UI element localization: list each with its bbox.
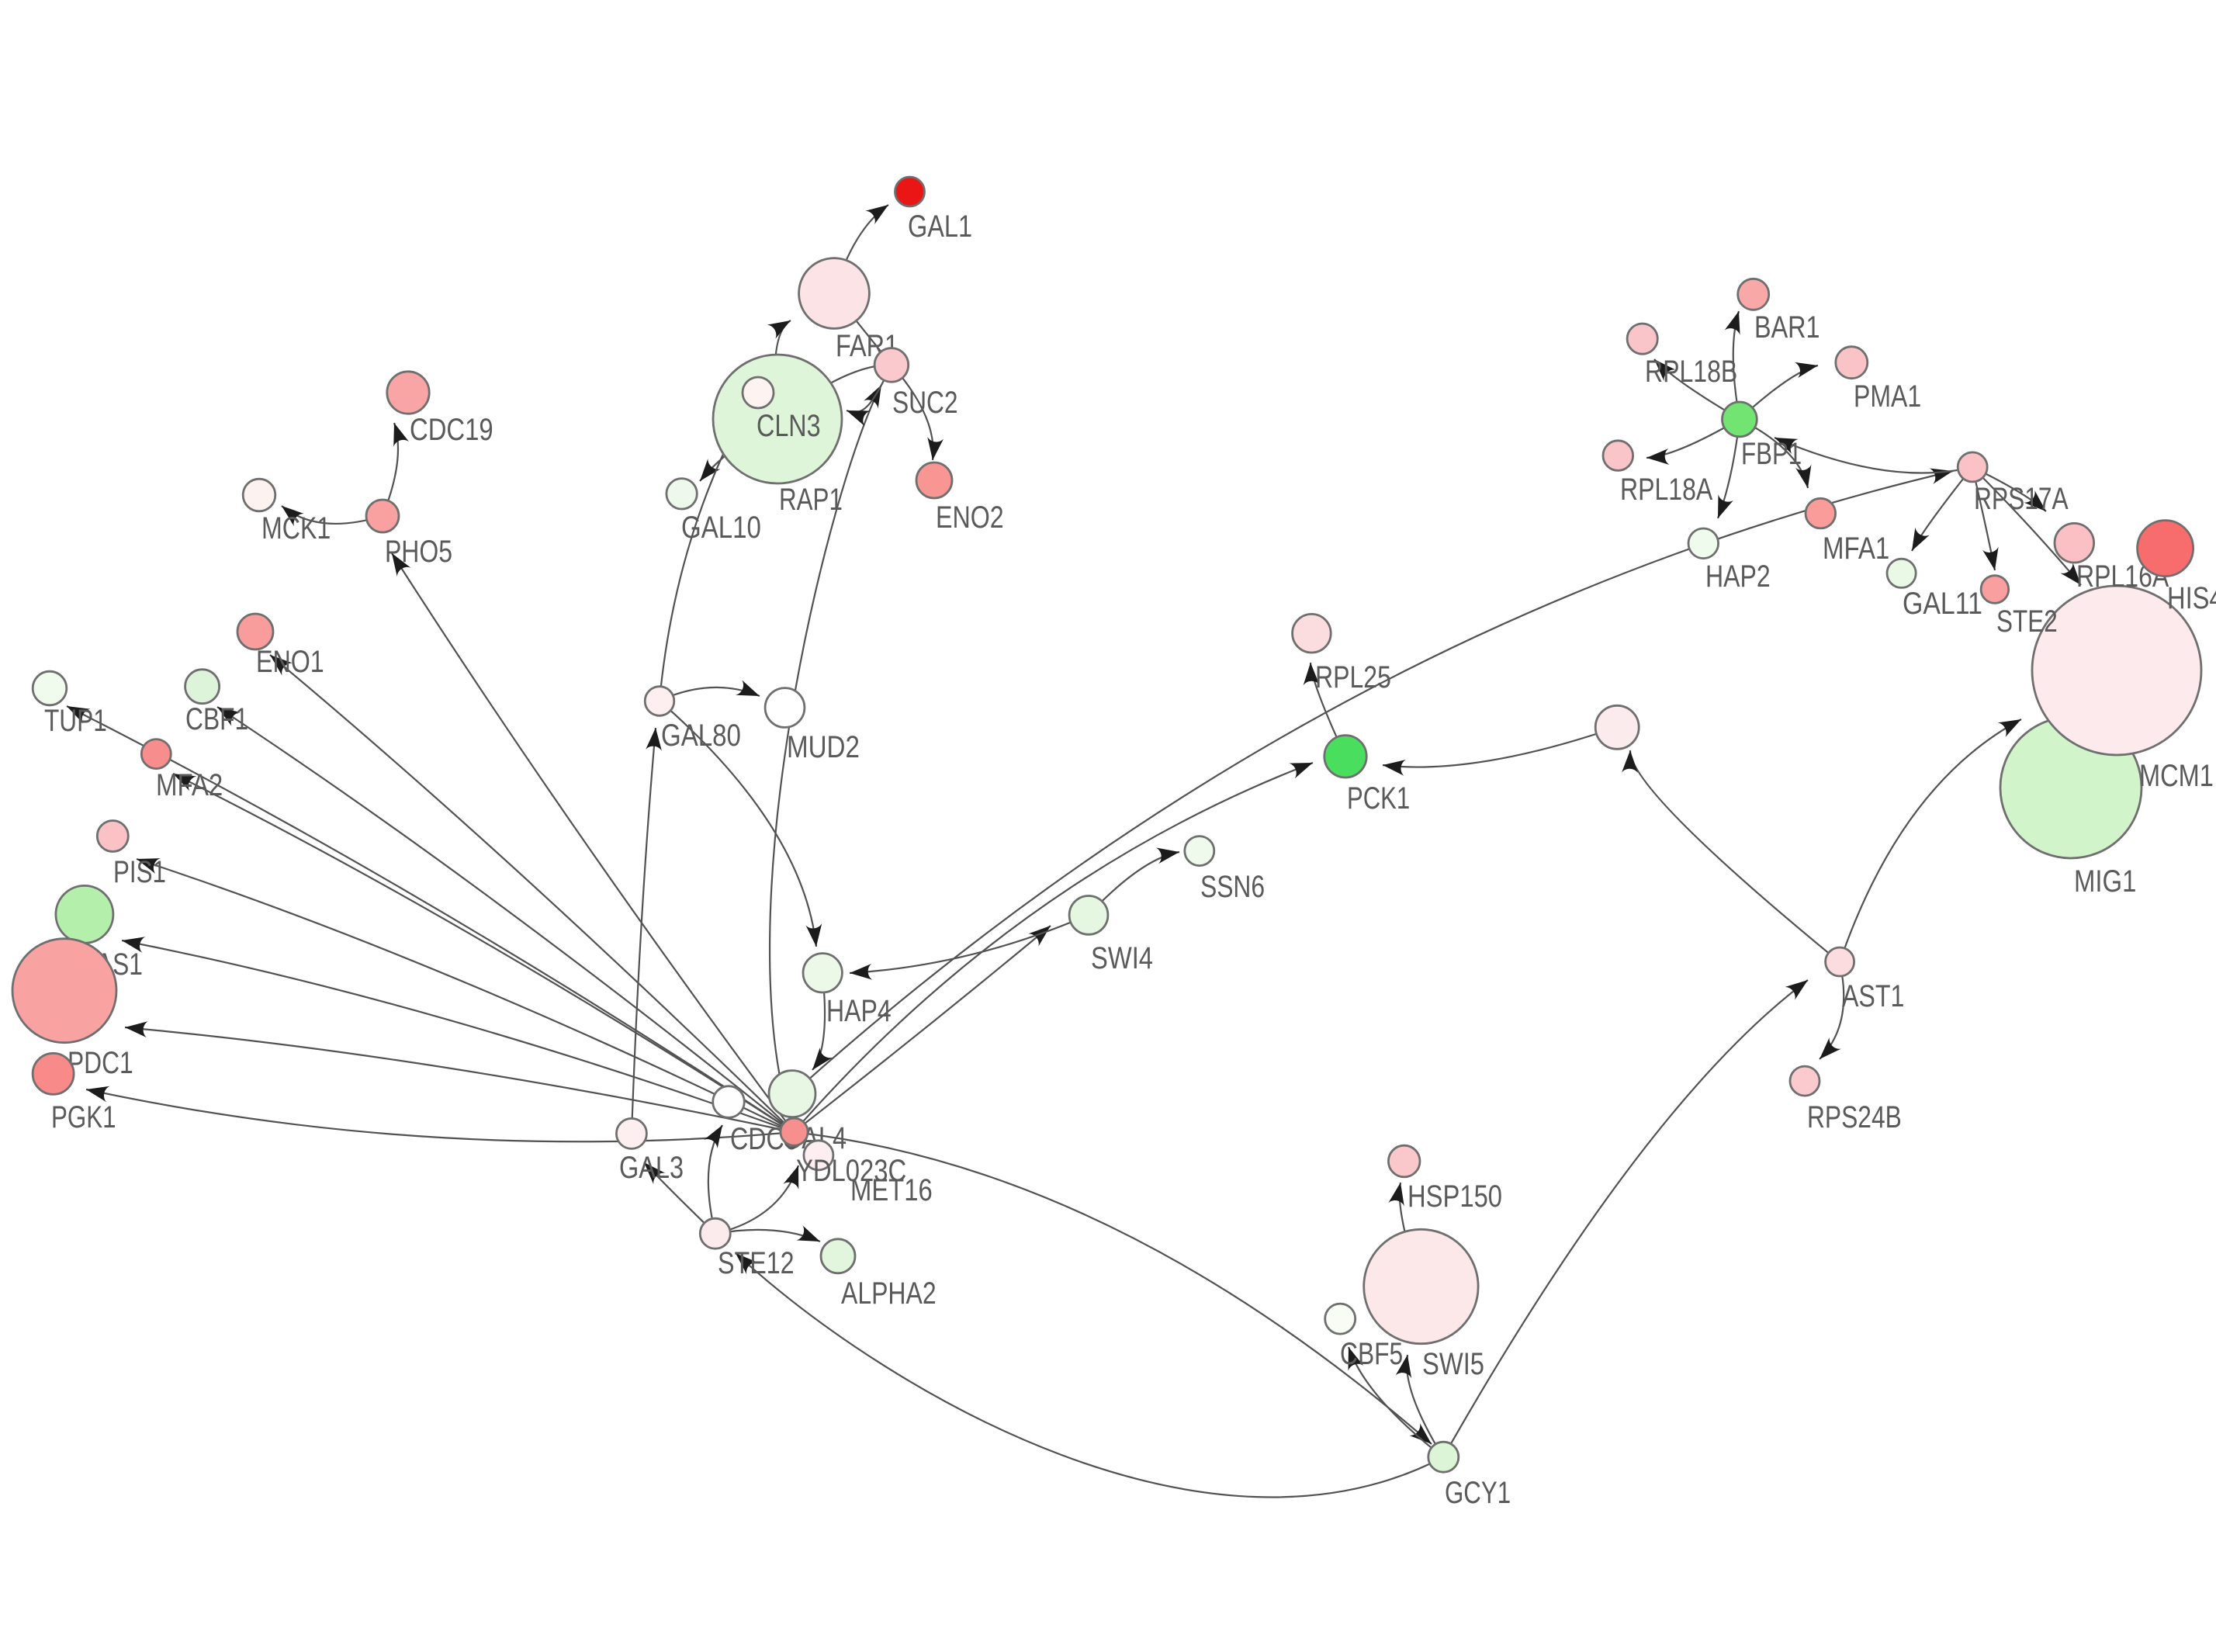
svg-text:STE12: STE12 (718, 1246, 795, 1280)
svg-text:CBF1: CBF1 (185, 702, 248, 736)
svg-text:MCM1: MCM1 (2139, 759, 2214, 793)
svg-text:SUC2: SUC2 (892, 386, 958, 420)
svg-text:CBF5: CBF5 (1340, 1337, 1403, 1371)
svg-text:MET16: MET16 (850, 1173, 933, 1207)
svg-text:TUP1: TUP1 (44, 704, 107, 738)
svg-text:MFA2: MFA2 (156, 768, 223, 802)
svg-text:CDC19: CDC19 (410, 413, 493, 447)
svg-text:RPL18A: RPL18A (1620, 473, 1713, 507)
svg-text:GCY1: GCY1 (1445, 1476, 1511, 1510)
svg-text:SWI5: SWI5 (1422, 1347, 1484, 1381)
svg-text:AST1: AST1 (1842, 979, 1904, 1013)
svg-text:SSN6: SSN6 (1200, 870, 1265, 904)
svg-text:RPL18B: RPL18B (1645, 355, 1737, 389)
svg-text:BAR1: BAR1 (1754, 310, 1820, 345)
svg-text:GAL1: GAL1 (908, 210, 972, 244)
svg-text:HSP150: HSP150 (1408, 1179, 1502, 1214)
svg-text:STE2: STE2 (1996, 604, 2058, 639)
svg-text:FBP1: FBP1 (1741, 437, 1802, 471)
svg-text:ENO2: ENO2 (936, 500, 1004, 535)
svg-text:MCK1: MCK1 (261, 511, 331, 545)
svg-text:RPS17A: RPS17A (1974, 482, 2069, 516)
svg-text:GAL80: GAL80 (661, 719, 741, 753)
svg-text:RAP1: RAP1 (779, 483, 843, 517)
svg-text:PGK1: PGK1 (51, 1100, 116, 1134)
svg-text:PCK1: PCK1 (1347, 781, 1410, 816)
svg-text:YDL023C: YDL023C (796, 1154, 906, 1188)
svg-text:MFA1: MFA1 (1823, 532, 1889, 566)
svg-text:PDC1: PDC1 (68, 1046, 133, 1080)
svg-text:MUD2: MUD2 (787, 730, 860, 764)
svg-text:MIG1: MIG1 (2074, 864, 2136, 899)
svg-text:ALPHA2: ALPHA2 (841, 1276, 937, 1311)
svg-text:RPL25: RPL25 (1315, 660, 1391, 694)
svg-text:GAL10: GAL10 (681, 511, 761, 545)
svg-text:PIS1: PIS1 (113, 855, 166, 889)
svg-text:PHO5: PHO5 (385, 535, 452, 569)
svg-text:PMA1: PMA1 (1854, 379, 1921, 414)
svg-text:HAP2: HAP2 (1705, 559, 1771, 594)
svg-text:CLN3: CLN3 (757, 409, 821, 443)
svg-text:RPS24B: RPS24B (1807, 1100, 1902, 1134)
svg-text:HIS4: HIS4 (2167, 581, 2216, 615)
svg-text:ENO1: ENO1 (256, 645, 324, 679)
svg-text:GAL3: GAL3 (619, 1151, 684, 1185)
svg-text:HAP4: HAP4 (826, 994, 892, 1028)
svg-text:GAL11: GAL11 (1903, 587, 1982, 621)
svg-text:SWI4: SWI4 (1091, 941, 1153, 975)
